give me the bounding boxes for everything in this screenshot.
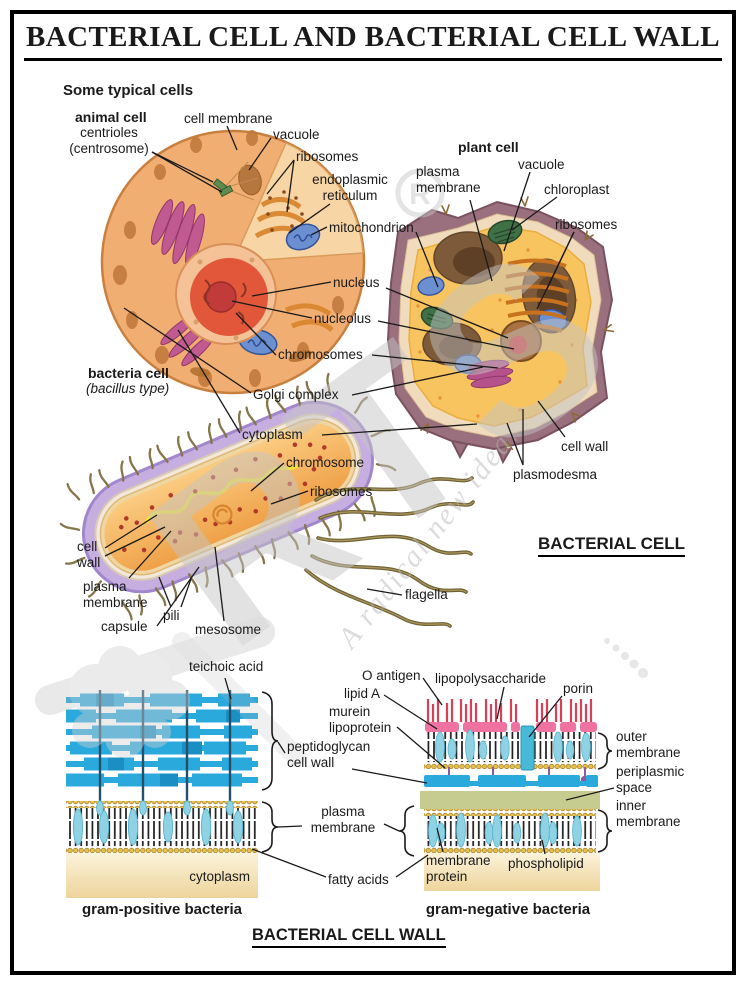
cell-membrane-label: cell membrane	[184, 111, 273, 126]
pili-label: pili	[163, 608, 180, 623]
chromosomes-illustration	[203, 279, 247, 325]
bacterial-cell-heading: BACTERIAL CELL	[538, 534, 686, 557]
capsule-label: capsule	[101, 619, 148, 634]
endoplasmic-reticulum-label: endoplasmic reticulum	[312, 172, 388, 203]
bacillus-type-label: (bacillus type)	[86, 381, 170, 396]
plant-er-illustration	[504, 258, 570, 333]
animal-cell-label: animal cell	[75, 109, 147, 125]
gn-porin	[520, 725, 535, 771]
chromosomes-label: chromosomes	[278, 347, 363, 362]
nucleus-label: nucleus	[333, 275, 380, 290]
nucleus-illustration	[175, 243, 277, 345]
plant-cell-label: plant cell	[458, 139, 519, 155]
o-antigen-label: O antigen	[362, 668, 421, 683]
chloroplast-illustration	[420, 219, 523, 330]
plant-cell-illustration	[386, 196, 615, 465]
bacteria-ribosomes-label: ribosomes	[310, 484, 373, 499]
porin-label: porin	[563, 681, 594, 696]
plant-golgi-illustration	[466, 359, 514, 389]
gn-periplasmic-space	[420, 791, 600, 809]
gp-cytoplasm-box	[66, 853, 258, 898]
section-heading: Some typical cells	[63, 82, 194, 99]
plant-ribosomes-label: ribosomes	[555, 217, 618, 232]
periplasmic-space-label: periplasmic space	[616, 764, 685, 795]
mesosome-label: mesosome	[195, 622, 262, 637]
mitochondrion-label: mitochondrion	[329, 220, 414, 235]
plant-plasma-membrane-label: plasma membrane	[416, 164, 481, 195]
wall-plasma-membrane-label: plasma membrane	[310, 804, 376, 835]
outer-membrane-label: outer membrane	[616, 729, 681, 760]
lipopolysaccharide-label: lipopolysaccharide	[435, 671, 547, 686]
bacteria-cell-label: bacteria cell	[88, 365, 169, 381]
gram-positive-diagram	[66, 690, 258, 898]
gp-teichoic-acid-lines	[98, 690, 232, 806]
membrane-protein-label: membrane protein	[426, 853, 491, 884]
nucleolus-label: nucleolus	[314, 311, 372, 326]
plant-cell-wall-label: cell wall	[561, 439, 609, 454]
watermark-dots	[604, 638, 648, 678]
fatty-acids-label: fatty acids	[328, 872, 389, 887]
gn-label-box	[424, 853, 600, 891]
peptidoglycan-cell-wall-label: peptidoglycan cell wall	[287, 739, 371, 770]
plant-vacuole-label: vacuole	[518, 157, 565, 172]
leader-lines	[104, 125, 615, 878]
bacteria-cell-illustration	[59, 372, 475, 628]
gn-inner-membrane	[424, 809, 596, 853]
centrioles-label: centrioles (centrosome)	[69, 125, 149, 156]
chloroplast-label: chloroplast	[544, 182, 610, 197]
teichoic-acid-label: teichoic acid	[189, 659, 264, 674]
cytoplasm-label: cytoplasm	[242, 427, 303, 442]
bacteria-plasma-membrane-label: plasma membrane	[83, 579, 148, 610]
mitochondrion-illustration	[238, 223, 321, 356]
animal-ribosomes-label: ribosomes	[296, 149, 359, 164]
centrioles-illustration	[212, 178, 234, 198]
page-border	[10, 10, 736, 975]
phospholipid-label: phospholipid	[508, 856, 584, 871]
gram-negative-diagram	[420, 699, 600, 891]
gn-peptidoglycan	[424, 775, 598, 787]
flagella-label: flagella	[405, 587, 448, 602]
poster-title: BACTERIAL CELL AND BACTERIAL CELL WALL	[24, 21, 722, 61]
bacteria-chromosome	[144, 464, 299, 524]
gn-lipid-a	[425, 722, 597, 732]
inner-membrane-label: inner membrane	[616, 798, 681, 829]
watermark-logo-brain	[35, 617, 306, 766]
watermark-registered-circle	[395, 168, 445, 218]
animal-vacuole-label: vacuole	[273, 127, 320, 142]
gn-outer-membrane	[424, 725, 596, 771]
golgi-complex-label: Golgi complex	[253, 387, 339, 402]
gram-negative-caption: gram-negative bacteria	[425, 901, 591, 918]
gp-plasma-membrane	[66, 800, 258, 853]
nucleolus-illustration	[205, 281, 237, 313]
watermark-registered-letter: R	[409, 178, 431, 211]
gn-o-antigen	[426, 699, 593, 722]
plasmodesma-label: plasmodesma	[513, 467, 598, 482]
endoplasmic-reticulum-illustration	[254, 197, 334, 332]
braces	[261, 691, 613, 857]
bacteria-ribosome-dots	[118, 442, 327, 553]
bacterial-cell-wall-heading: BACTERIAL CELL WALL	[252, 926, 446, 948]
murein-lipoprotein-label: murein lipoprotein	[329, 704, 392, 735]
mesosome-illustration	[212, 504, 233, 525]
lipid-a-label: lipid A	[344, 686, 381, 701]
gp-cytoplasm-label: cytoplasm	[189, 869, 250, 884]
flagella-illustration	[304, 476, 475, 628]
bacteria-chromosome-label: chromosome	[286, 455, 365, 470]
bacteria-cell-wall-label: cell wall	[77, 539, 101, 570]
gram-positive-caption: gram-positive bacteria	[81, 901, 243, 918]
